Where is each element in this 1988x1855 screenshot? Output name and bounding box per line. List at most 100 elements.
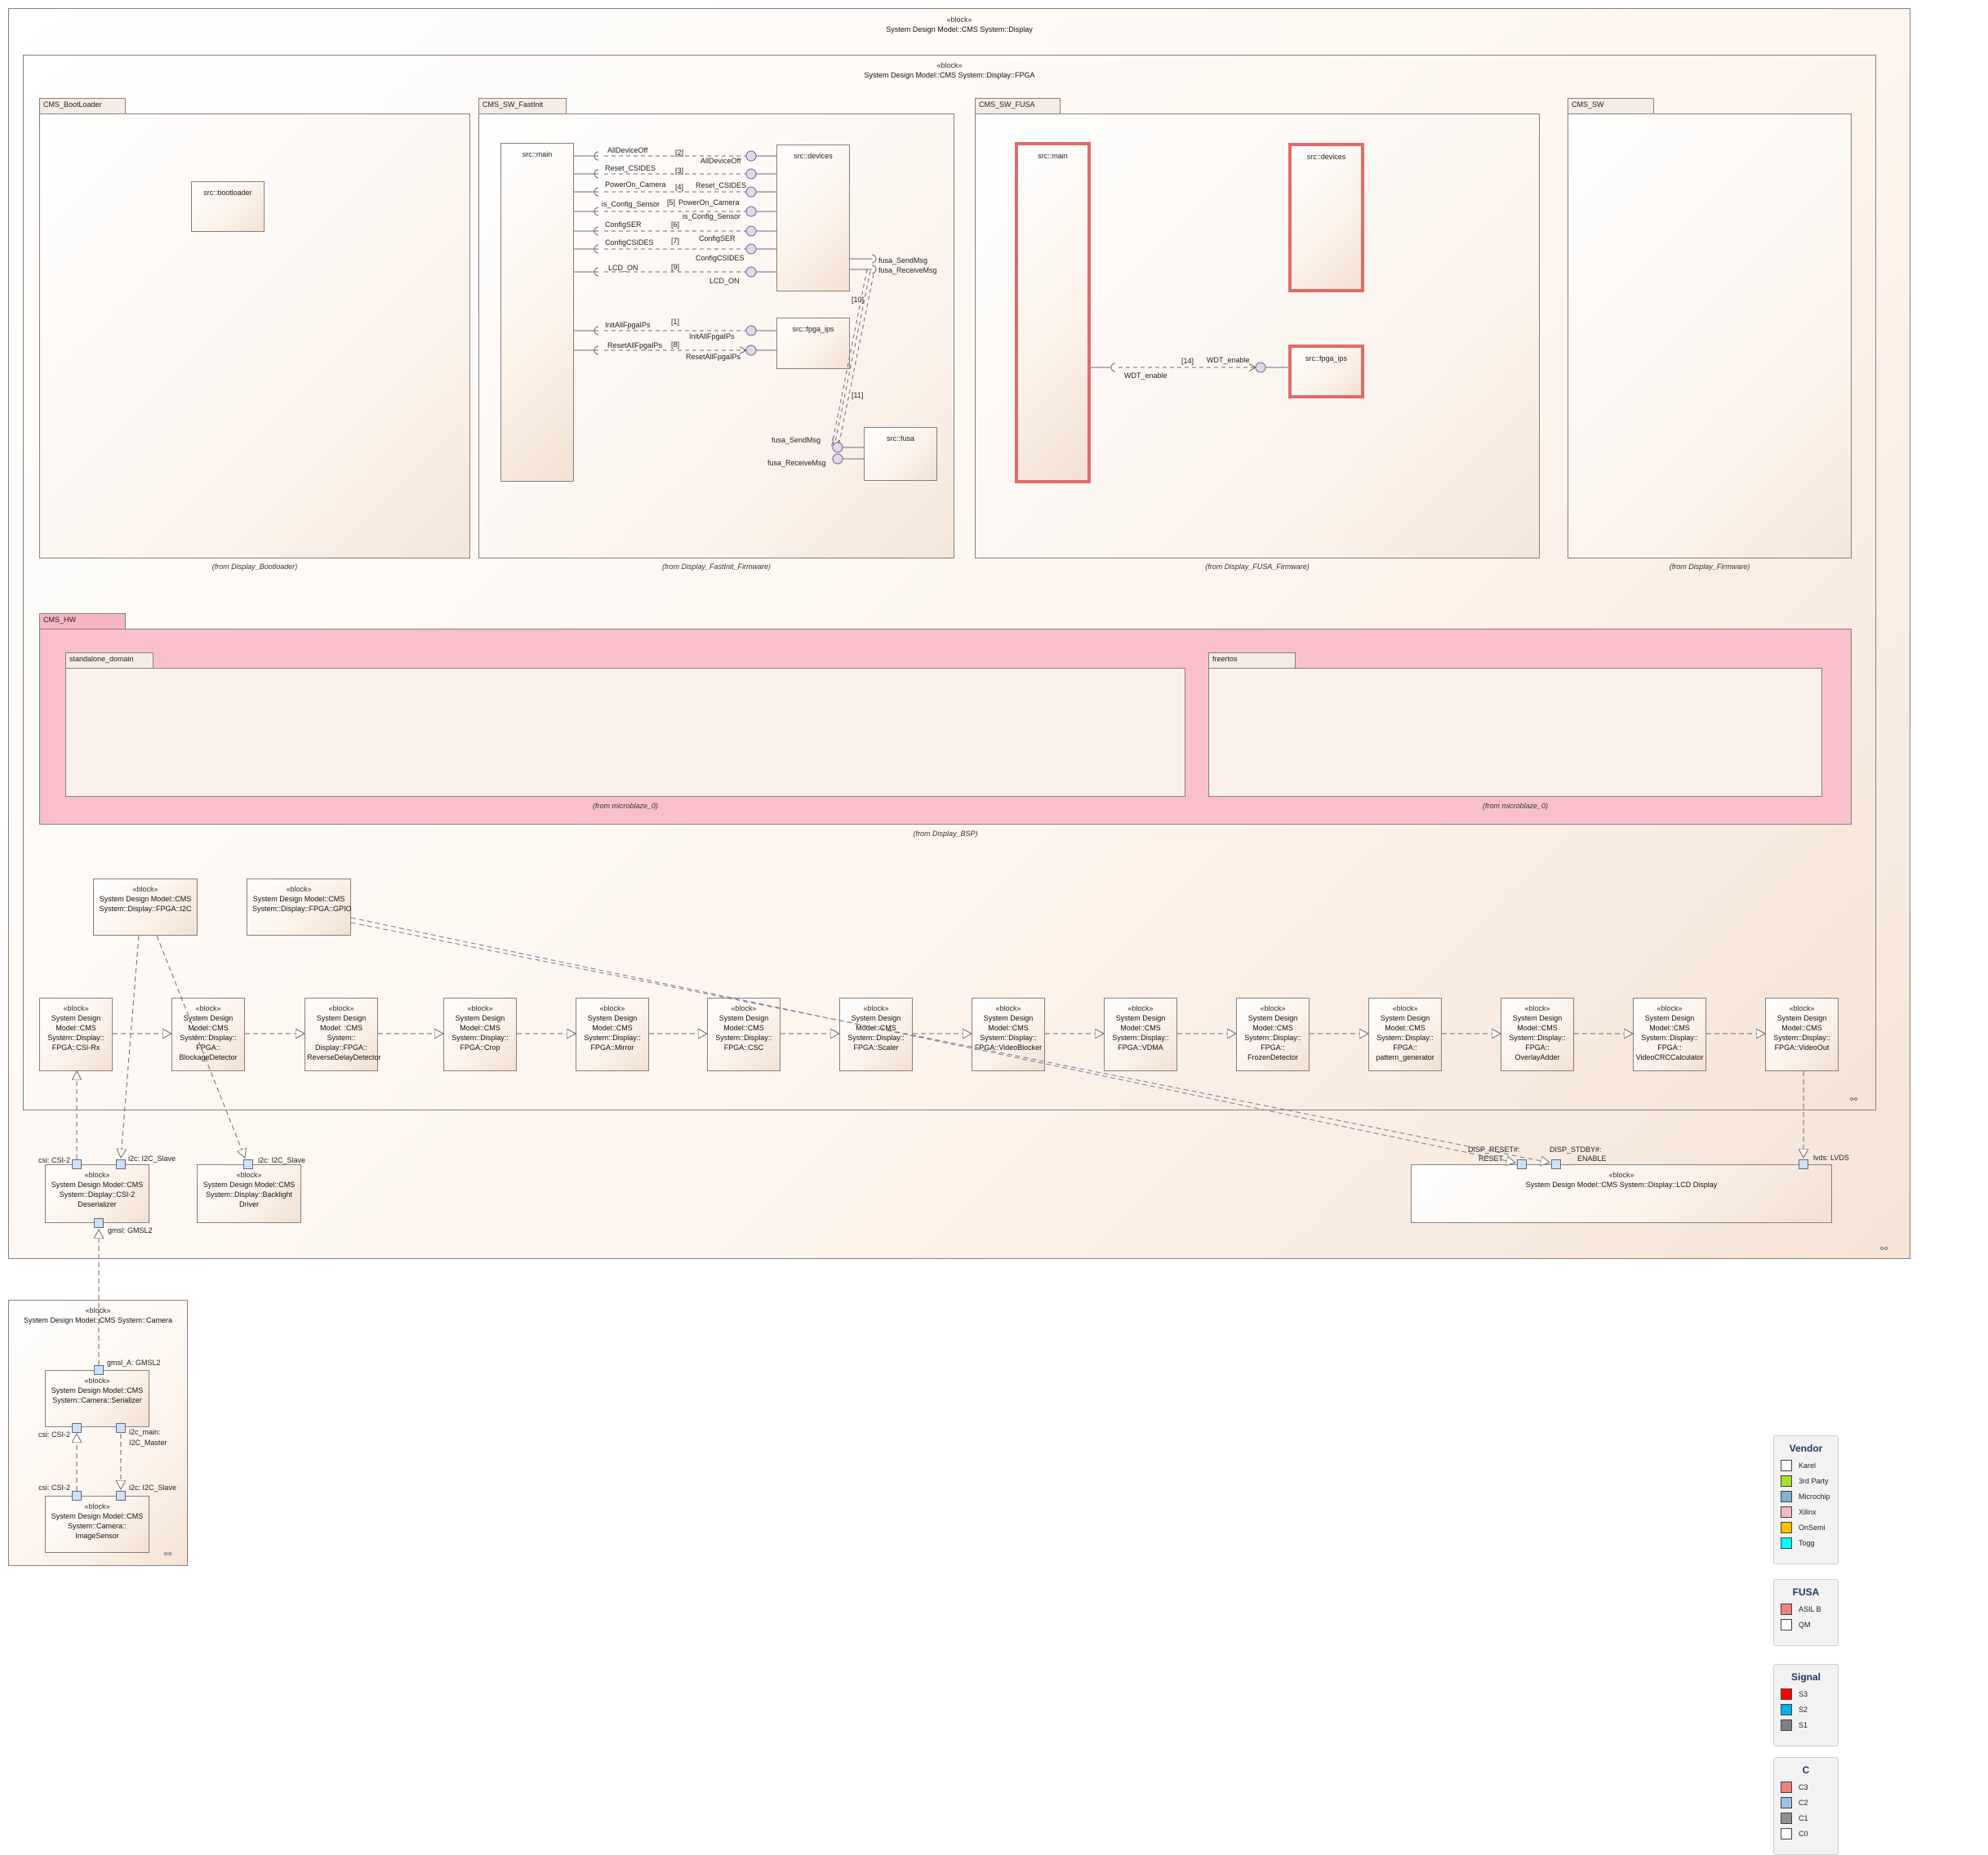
block-pipeline-stage[interactable]: «block»System Design Model::CMS System::… bbox=[1368, 998, 1442, 1071]
component-fusa-fpga-ips[interactable]: src::fpga_ips bbox=[1288, 345, 1364, 398]
block-pipeline-stage[interactable]: «block»System Design Model::CMS System::… bbox=[1104, 998, 1177, 1071]
component-fastinit-devices[interactable]: src::devices bbox=[776, 145, 850, 291]
block-backlight-driver[interactable]: «block» System Design Model::CMS System:… bbox=[197, 1164, 301, 1223]
legend-swatch bbox=[1781, 1521, 1792, 1533]
block-title: System Design Model::CMS System::Display… bbox=[584, 1014, 641, 1052]
port-serializer-csi[interactable] bbox=[72, 1423, 82, 1433]
legend-title: Vendor bbox=[1789, 1443, 1823, 1454]
package-bootloader[interactable] bbox=[39, 113, 470, 558]
legend-item: S2 bbox=[1774, 1702, 1838, 1717]
port-lcd-reset[interactable] bbox=[1517, 1159, 1527, 1169]
block-pipeline-stage[interactable]: «block»System Design Model::CMS System::… bbox=[39, 998, 113, 1071]
block-pipeline-stage[interactable]: «block»System Design Model::CMS System::… bbox=[1236, 998, 1310, 1071]
block-image-sensor[interactable]: «block» System Design Model::CMS System:… bbox=[45, 1496, 149, 1553]
block-stereotype: «block» bbox=[1657, 1004, 1683, 1012]
legend-label: 3rd Party bbox=[1799, 1476, 1829, 1485]
legend-swatch bbox=[1781, 1475, 1792, 1487]
port-sensor-csi[interactable] bbox=[72, 1491, 82, 1501]
legend-label: S2 bbox=[1799, 1705, 1808, 1714]
package-tab-bootloader[interactable]: CMS_BootLoader bbox=[39, 98, 126, 113]
component-fastinit-fusa[interactable]: src::fusa bbox=[864, 427, 937, 481]
port-deserializer-gmsl[interactable] bbox=[94, 1218, 104, 1228]
legend-label: QM bbox=[1799, 1620, 1811, 1629]
block-stereotype: «block» bbox=[599, 1004, 625, 1012]
block-pipeline-stage[interactable]: «block»System Design Model::CMS System::… bbox=[1501, 998, 1574, 1071]
legend-label: C2 bbox=[1799, 1798, 1808, 1807]
block-pipeline-stage[interactable]: «block»System Design Model: :CMS System:… bbox=[305, 998, 381, 1071]
legend-item: C3 bbox=[1774, 1779, 1838, 1795]
port-sensor-i2c[interactable] bbox=[116, 1491, 126, 1501]
package-tab-fastinit[interactable]: CMS_SW_FastInit bbox=[478, 98, 567, 113]
block-csi2-deserializer[interactable]: «block» System Design Model::CMS System:… bbox=[45, 1164, 149, 1223]
package-tab-freertos[interactable]: freertos bbox=[1208, 652, 1296, 668]
block-serializer[interactable]: «block» System Design Model::CMS System:… bbox=[45, 1370, 149, 1427]
legend-item: ASIL B bbox=[1774, 1601, 1838, 1617]
port-label: lvds: LVDS bbox=[1813, 1154, 1849, 1162]
package-tab-hw[interactable]: CMS_HW bbox=[39, 613, 126, 629]
block-pipeline-stage[interactable]: «block»System Design Model::CMS System::… bbox=[1765, 998, 1839, 1071]
port-lcd-standby[interactable] bbox=[1551, 1159, 1561, 1169]
block-pipeline-stage[interactable]: «block»System Design Model::CMS System::… bbox=[443, 998, 517, 1071]
legend-item: S1 bbox=[1774, 1717, 1838, 1733]
block-pipeline-stage[interactable]: «block»System Design Model::CMS System::… bbox=[171, 998, 245, 1071]
block-title: System Design Model::CMS System::Camera:… bbox=[51, 1512, 144, 1540]
block-fpga-i2c[interactable]: «block» System Design Model::CMS System:… bbox=[93, 879, 198, 936]
block-pipeline-stage[interactable]: «block»System Design Model::CMS System::… bbox=[839, 998, 913, 1071]
port-label: csi: CSI-2 bbox=[38, 1156, 71, 1164]
package-sw[interactable] bbox=[1568, 113, 1852, 558]
package-tab-standalone[interactable]: standalone_domain bbox=[65, 652, 153, 668]
block-stereotype: «block» bbox=[467, 1004, 493, 1012]
package-freertos-from: (from microblaze_0) bbox=[1482, 802, 1549, 810]
legend-item: 3rd Party bbox=[1774, 1473, 1838, 1488]
legend-title: FUSA bbox=[1792, 1586, 1820, 1598]
package-tab-sw[interactable]: CMS_SW bbox=[1568, 98, 1654, 113]
legend-item: QM bbox=[1774, 1617, 1838, 1632]
block-title: System Design Model::CMS System::Display… bbox=[451, 1014, 509, 1052]
package-standalone-domain[interactable] bbox=[65, 668, 1185, 797]
port-lcd-lvds[interactable] bbox=[1799, 1159, 1808, 1169]
block-stereotype: «block» bbox=[132, 885, 158, 893]
port-label: ENABLE bbox=[1577, 1154, 1607, 1163]
port-label: gmsl_A: GMSL2 bbox=[107, 1359, 161, 1367]
block-pipeline-stage[interactable]: «block»System Design Model::CMS System::… bbox=[576, 998, 649, 1071]
legend-swatch bbox=[1781, 1490, 1792, 1502]
block-title: System Design Model::CMS System::Display… bbox=[974, 1014, 1043, 1052]
block-stereotype: «block» bbox=[63, 1004, 89, 1012]
port-deserializer-i2c[interactable] bbox=[116, 1159, 126, 1169]
display-frame-stereotype: «block» bbox=[946, 16, 972, 24]
block-fpga-gpio[interactable]: «block» System Design Model::CMS System:… bbox=[247, 879, 352, 936]
component-fastinit-fpga-ips[interactable]: src::fpga_ips bbox=[776, 318, 850, 369]
legend-label: ASIL B bbox=[1799, 1604, 1821, 1613]
block-pipeline-stage[interactable]: «block»System Design Model::CMS System::… bbox=[707, 998, 781, 1071]
display-frame-title: System Design Model::CMS System::Display bbox=[886, 25, 1033, 33]
component-src-bootloader[interactable]: src::bootloader bbox=[191, 181, 265, 232]
package-hw-from: (from Display_BSP) bbox=[913, 830, 978, 838]
legend-title: Signal bbox=[1790, 1671, 1821, 1683]
block-lcd-display[interactable]: «block» System Design Model::CMS System:… bbox=[1411, 1164, 1832, 1223]
package-tab-fusa[interactable]: CMS_SW_FUSA bbox=[975, 98, 1061, 113]
block-stereotype: «block» bbox=[236, 1171, 262, 1179]
port-serializer-i2c[interactable] bbox=[116, 1423, 126, 1433]
port-deserializer-csi[interactable] bbox=[72, 1159, 82, 1169]
block-pipeline-stage[interactable]: «block»System Design Model::CMS System::… bbox=[972, 998, 1045, 1071]
component-fusa-devices[interactable]: src::devices bbox=[1288, 143, 1364, 292]
legend-item: C0 bbox=[1774, 1826, 1838, 1841]
port-label: i2c: I2C_Slave bbox=[128, 1154, 176, 1163]
package-bootloader-from: (from Display_Bootloader) bbox=[211, 563, 298, 571]
block-stereotype: «block» bbox=[84, 1171, 110, 1179]
block-title: System Design Model::CMS System::Display… bbox=[1773, 1014, 1830, 1052]
block-title: System Design Model::CMS System::Display… bbox=[1525, 1181, 1718, 1189]
block-title: System Design Model::CMS System::Display… bbox=[1112, 1014, 1169, 1052]
port-serializer-gmsl[interactable] bbox=[94, 1365, 104, 1375]
port-backlight-i2c[interactable] bbox=[243, 1159, 253, 1169]
port-label: gmsl: GMSL2 bbox=[108, 1226, 153, 1234]
legend-item: OnSemi bbox=[1774, 1519, 1838, 1535]
composite-icon: ⚯ bbox=[1880, 1244, 1888, 1254]
component-fusa-main[interactable]: src::main bbox=[1015, 142, 1091, 483]
legend-swatch bbox=[1781, 1459, 1792, 1471]
component-fastinit-main[interactable]: src::main bbox=[500, 143, 574, 482]
block-pipeline-stage[interactable]: «block»System Design Model::CMS System::… bbox=[1633, 998, 1706, 1071]
package-freertos[interactable] bbox=[1208, 668, 1822, 797]
legend-label: S1 bbox=[1799, 1720, 1808, 1729]
port-label: DISP_STDBY#: bbox=[1550, 1145, 1602, 1154]
